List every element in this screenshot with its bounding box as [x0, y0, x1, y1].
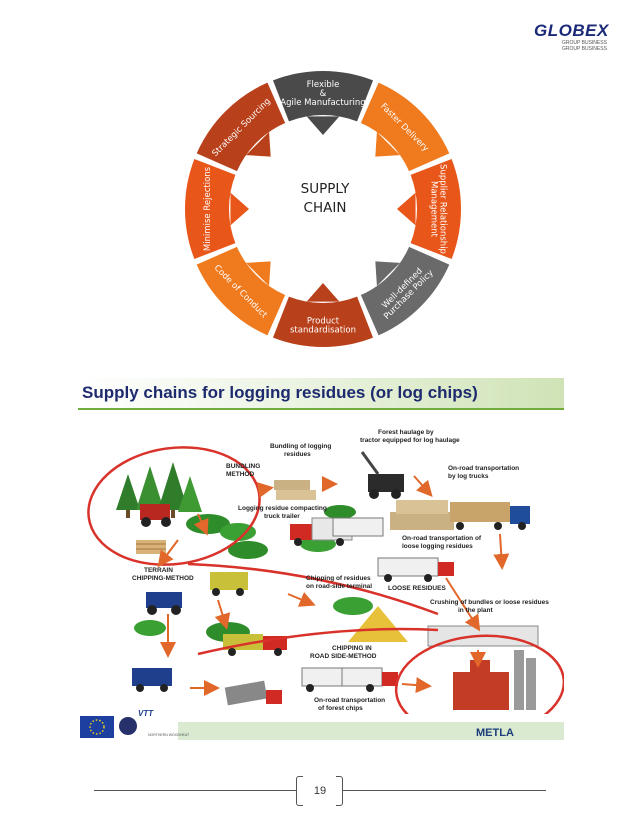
- wheel-segment-code-of-conduct: Code of Conduct: [196, 246, 286, 336]
- page-number-bracket-left: [296, 776, 303, 806]
- section-title-bar: Supply chains for logging residues (or l…: [78, 378, 564, 410]
- northern-periphery-logo: [119, 717, 137, 735]
- wheel-segment-purchase-policy: Well-definedPurchase Policy: [360, 246, 450, 336]
- page-number: 19: [313, 785, 327, 797]
- roadside-chipper: [223, 606, 408, 656]
- terrain-chipper: [146, 572, 248, 615]
- wheel-label-flexible: Flexible&Agile Manufacturing: [280, 80, 365, 108]
- metla-logo: METLA: [476, 727, 514, 739]
- power-plant: [427, 625, 539, 710]
- footer-rule-right: [342, 790, 546, 791]
- northern-periphery-text: Northern Periphery: [119, 734, 149, 738]
- flow-arrows: [157, 475, 510, 696]
- wheel-segment-faster-delivery: Faster Delivery: [360, 82, 450, 172]
- loose-residue-truck: [332, 517, 454, 582]
- wheel-center-line1: SUPPLY: [300, 181, 350, 197]
- globex-logo: GLOBEX GROUP BUSINESS GROUP BUSINESS: [528, 21, 618, 53]
- wheel-segment-supplier-relationship: Supplier RelationshipManagement: [397, 158, 462, 260]
- wheel-segment-minimise-rejections: Minimise Rejections: [185, 158, 249, 260]
- logo-subtitle: GROUP BUSINESS GROUP BUSINESS: [562, 40, 607, 52]
- forwarder-machine: [140, 504, 171, 527]
- wheel-label-supplier-relationship: Supplier RelationshipManagement: [429, 164, 448, 254]
- label-loose-residues: LOOSE RESIDUES: [388, 585, 446, 592]
- logo-subtitle-line2: GROUP BUSINESS: [562, 46, 607, 52]
- log-pile: [136, 540, 166, 554]
- logo-strip: Northern Periphery VTT NORTHERN WOODHEAT…: [78, 709, 564, 740]
- wheel-segment-flexible: Flexible&Agile Manufacturing: [272, 71, 374, 135]
- log-truck: [450, 502, 530, 530]
- tractor-crane: [360, 451, 404, 499]
- woodheat-logo-text: NORTHERN WOODHEAT: [148, 733, 190, 737]
- wheel-segment-strategic-sourcing: Strategic Sourcing: [196, 82, 286, 172]
- section-title: Supply chains for logging residues (or l…: [82, 383, 478, 402]
- wheel-center-label: SUPPLY CHAIN: [270, 180, 380, 218]
- bundle-stack: [274, 480, 454, 530]
- forest-trees: [116, 462, 202, 518]
- vtt-logo: VTT: [138, 709, 154, 718]
- highlight-circles: [87, 446, 566, 738]
- eu-flag: [80, 716, 114, 738]
- chip-trucks: [132, 667, 398, 706]
- logo-subtitle-line1: GROUP BUSINESS: [562, 40, 607, 46]
- wheel-label-minimise-rejections: Minimise Rejections: [203, 166, 213, 251]
- page-number-bracket-right: [336, 776, 343, 806]
- footer-rule-left: [94, 790, 296, 791]
- wheel-center-line2: CHAIN: [303, 200, 347, 216]
- logo-text: GLOBEX: [534, 21, 609, 40]
